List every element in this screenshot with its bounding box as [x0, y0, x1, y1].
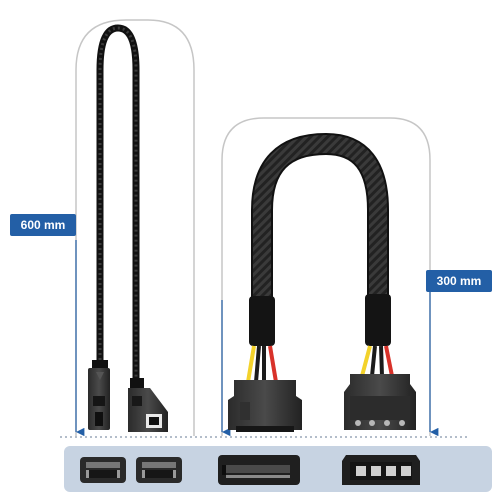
- sata-power-connector: [228, 380, 302, 432]
- sata-length-label: 600 mm: [10, 214, 76, 236]
- sata-female-face-icon: [136, 457, 182, 483]
- molex-4pin-face-icon: [342, 455, 420, 485]
- sata-female-face-icon: [80, 457, 126, 483]
- sata-straight-connector: [88, 360, 110, 430]
- sata-cable: [88, 24, 168, 432]
- molex-cable: [246, 132, 394, 383]
- sata-length-arch: [75, 19, 195, 436]
- molex-connector: [344, 374, 416, 430]
- sata-power-face-icon: [218, 455, 300, 485]
- molex-length-label: 300 mm: [426, 270, 492, 292]
- sata-right-angle-connector: [128, 378, 168, 432]
- molex-length-arch: [221, 117, 431, 436]
